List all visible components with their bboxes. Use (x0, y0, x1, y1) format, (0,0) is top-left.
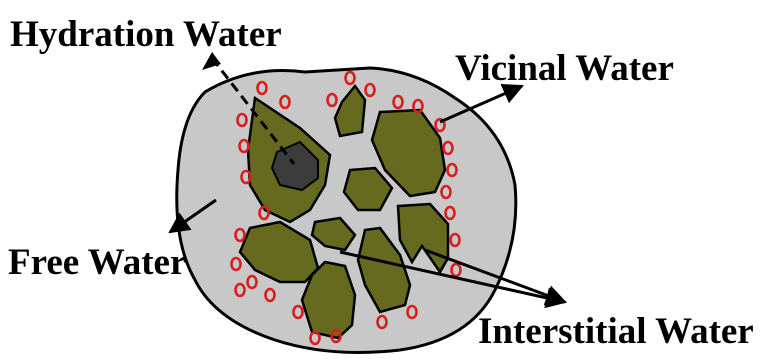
label-hydration-water: Hydration Water (10, 14, 282, 55)
label-interstitial-water: Interstitial Water (478, 311, 754, 352)
label-vicinal-water: Vicinal Water (455, 48, 674, 89)
label-free-water: Free Water (8, 242, 186, 283)
